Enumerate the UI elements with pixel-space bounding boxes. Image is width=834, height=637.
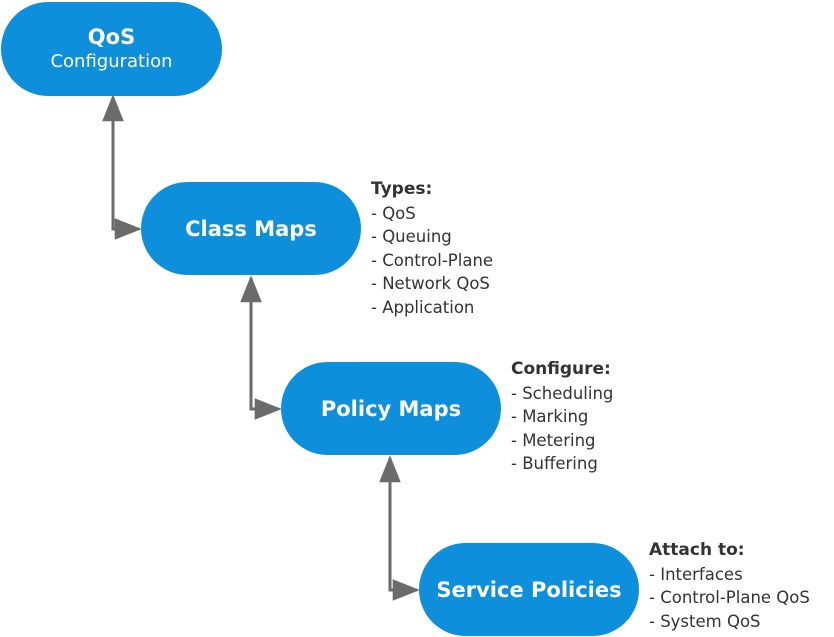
attach-item: - Interfaces: [649, 564, 743, 584]
service-policies-node: Service Policies: [419, 543, 639, 636]
attach-note: Attach to: - Interfaces - Control-Plane …: [649, 539, 810, 633]
attach-item: - Control-Plane QoS: [649, 588, 810, 607]
types-item: - Queuing: [371, 227, 452, 246]
types-note: Types: - QoS - Queuing - Control-Plane -…: [371, 178, 493, 319]
configure-item: - Marking: [511, 407, 589, 426]
connector-policy-maps-to-service-policies: [379, 455, 420, 601]
service-policies-node-title: Service Policies: [436, 577, 622, 602]
qos-configuration-node: QoS Configuration: [1, 2, 222, 96]
connector-qos-to-class-maps: [102, 94, 142, 240]
types-item: - QoS: [371, 203, 416, 223]
qos-node-title: QoS: [87, 25, 136, 49]
types-heading: Types:: [371, 179, 433, 199]
types-item: - Application: [371, 297, 475, 317]
types-item: - Control-Plane: [371, 250, 494, 270]
types-item: - Network QoS: [371, 274, 490, 293]
class-maps-node-title: Class Maps: [185, 216, 317, 241]
connector-class-maps-to-policy-maps: [240, 275, 282, 420]
qos-node-subtitle: Configuration: [50, 51, 173, 72]
configure-heading: Configure:: [511, 359, 611, 379]
configure-item: - Buffering: [511, 454, 598, 473]
configure-item: - Scheduling: [511, 383, 614, 403]
policy-maps-node-title: Policy Maps: [320, 396, 462, 421]
attach-heading: Attach to:: [649, 540, 745, 560]
attach-item: - System QoS: [649, 611, 761, 631]
configure-item: - Metering: [511, 430, 596, 450]
policy-maps-node: Policy Maps: [281, 362, 501, 455]
class-maps-node: Class Maps: [141, 182, 361, 275]
configure-note: Configure: - Scheduling - Marking - Mete…: [511, 358, 613, 476]
